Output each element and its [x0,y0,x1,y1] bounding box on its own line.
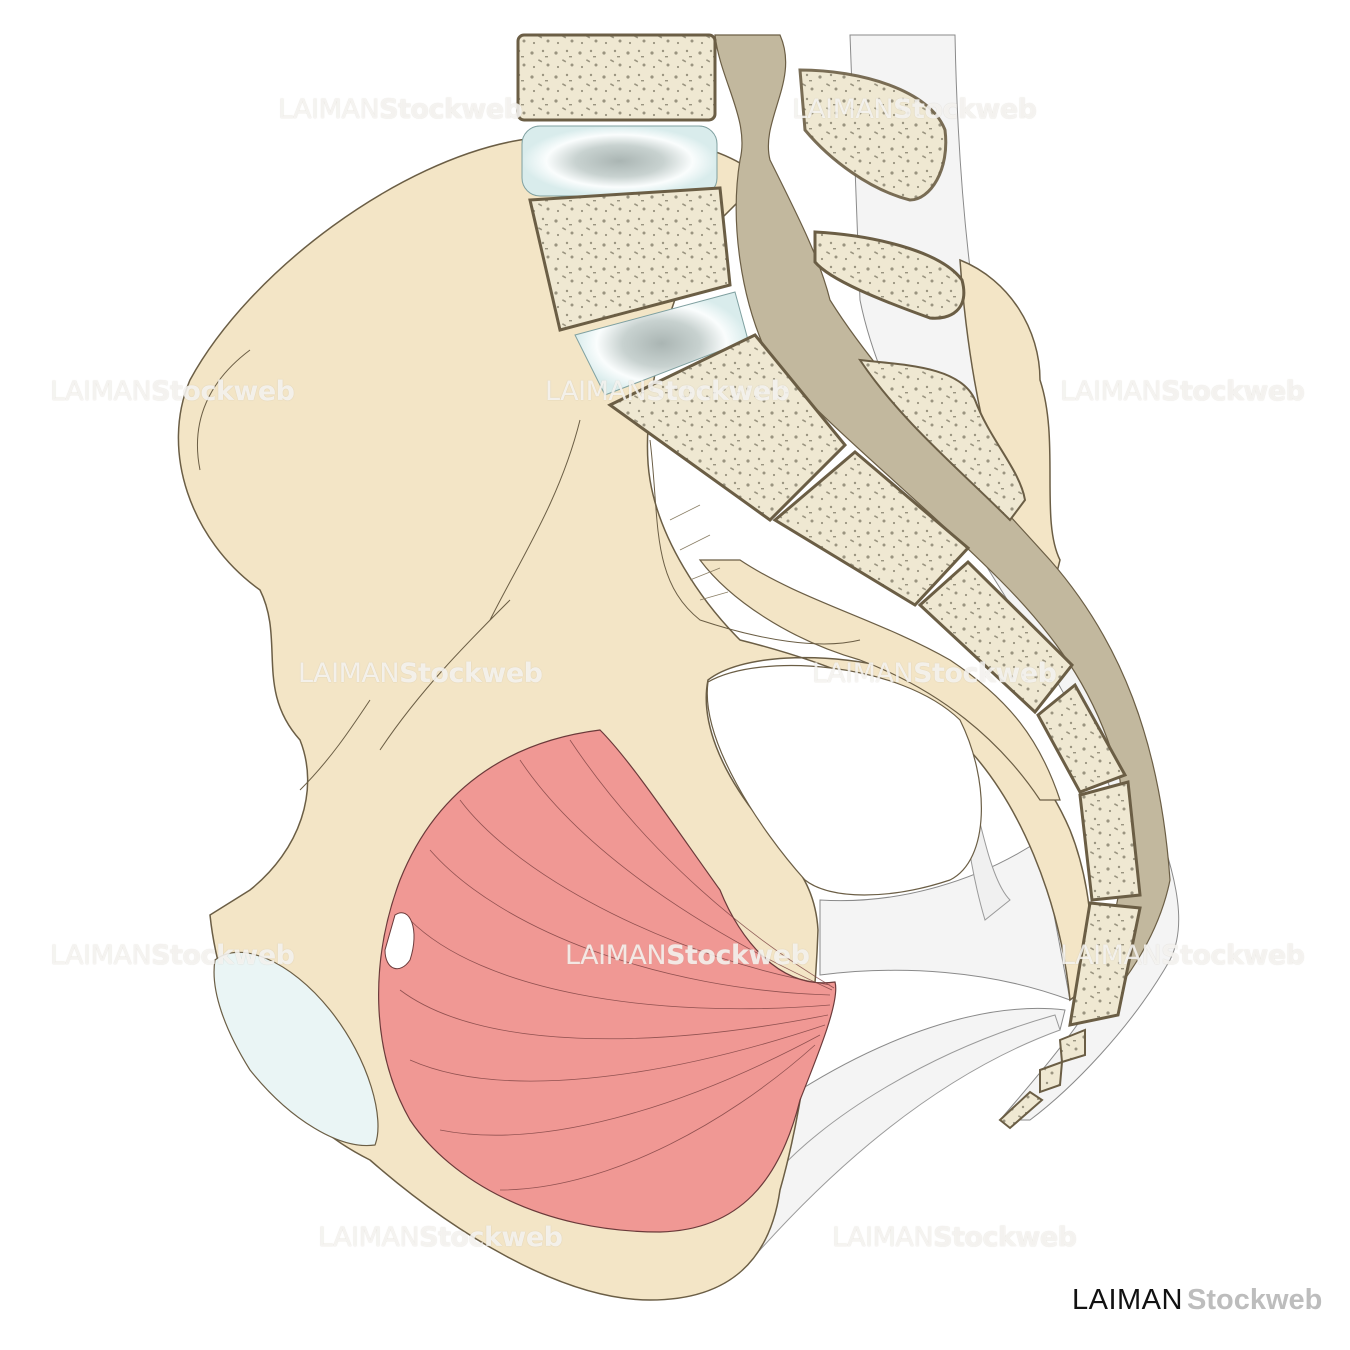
watermark: LAIMANStockweb [812,658,1057,689]
obturator-foramen [706,664,982,896]
watermark: LAIMANStockweb [318,1222,563,1253]
watermark: LAIMANStockweb [1060,376,1305,407]
watermark: LAIMANStockweb [278,94,523,125]
watermark-brand: LAIMAN [1060,376,1162,407]
watermark: LAIMANStockweb [50,376,295,407]
watermark: LAIMANStockweb [50,940,295,971]
watermark-brand: LAIMAN [812,658,914,689]
watermark-suffix: Stockweb [646,376,790,407]
watermark-suffix: Stockweb [1161,376,1305,407]
watermark-suffix: Stockweb [933,1222,1077,1253]
watermark-suffix: Stockweb [419,1222,563,1253]
watermark: LAIMANStockweb [545,376,790,407]
watermark: LAIMANStockweb [298,658,543,689]
logo-brand: LAIMAN [1072,1284,1183,1316]
watermark-suffix: Stockweb [913,658,1057,689]
watermark-brand: LAIMAN [832,1222,934,1253]
spinal-column [516,33,1171,1130]
watermark: LAIMANStockweb [832,1222,1077,1253]
watermark: LAIMANStockweb [1060,940,1305,971]
watermark-brand: LAIMAN [318,1222,420,1253]
watermark-brand: LAIMAN [1060,940,1162,971]
watermark-suffix: Stockweb [379,94,523,125]
watermark-brand: LAIMAN [792,94,894,125]
watermark-brand: LAIMAN [50,376,152,407]
watermark-suffix: Stockweb [151,376,295,407]
intervertebral-disc [521,125,718,197]
watermark-suffix: Stockweb [1161,940,1305,971]
watermark-brand: LAIMAN [278,94,380,125]
watermark-suffix: Stockweb [666,940,810,971]
watermark: LAIMANStockweb [565,940,810,971]
watermark-suffix: Stockweb [893,94,1037,125]
watermark-suffix: Stockweb [399,658,543,689]
obturator-internus-muscle [378,729,837,1233]
watermark-suffix: Stockweb [151,940,295,971]
watermark: LAIMANStockweb [792,94,1037,125]
watermark-brand: LAIMAN [545,376,647,407]
logo-suffix: Stockweb [1186,1284,1323,1316]
watermark-brand: LAIMAN [50,940,152,971]
watermark-brand: LAIMAN [565,940,667,971]
watermark-brand: LAIMAN [298,658,400,689]
pubic-symphysis [213,951,379,1147]
